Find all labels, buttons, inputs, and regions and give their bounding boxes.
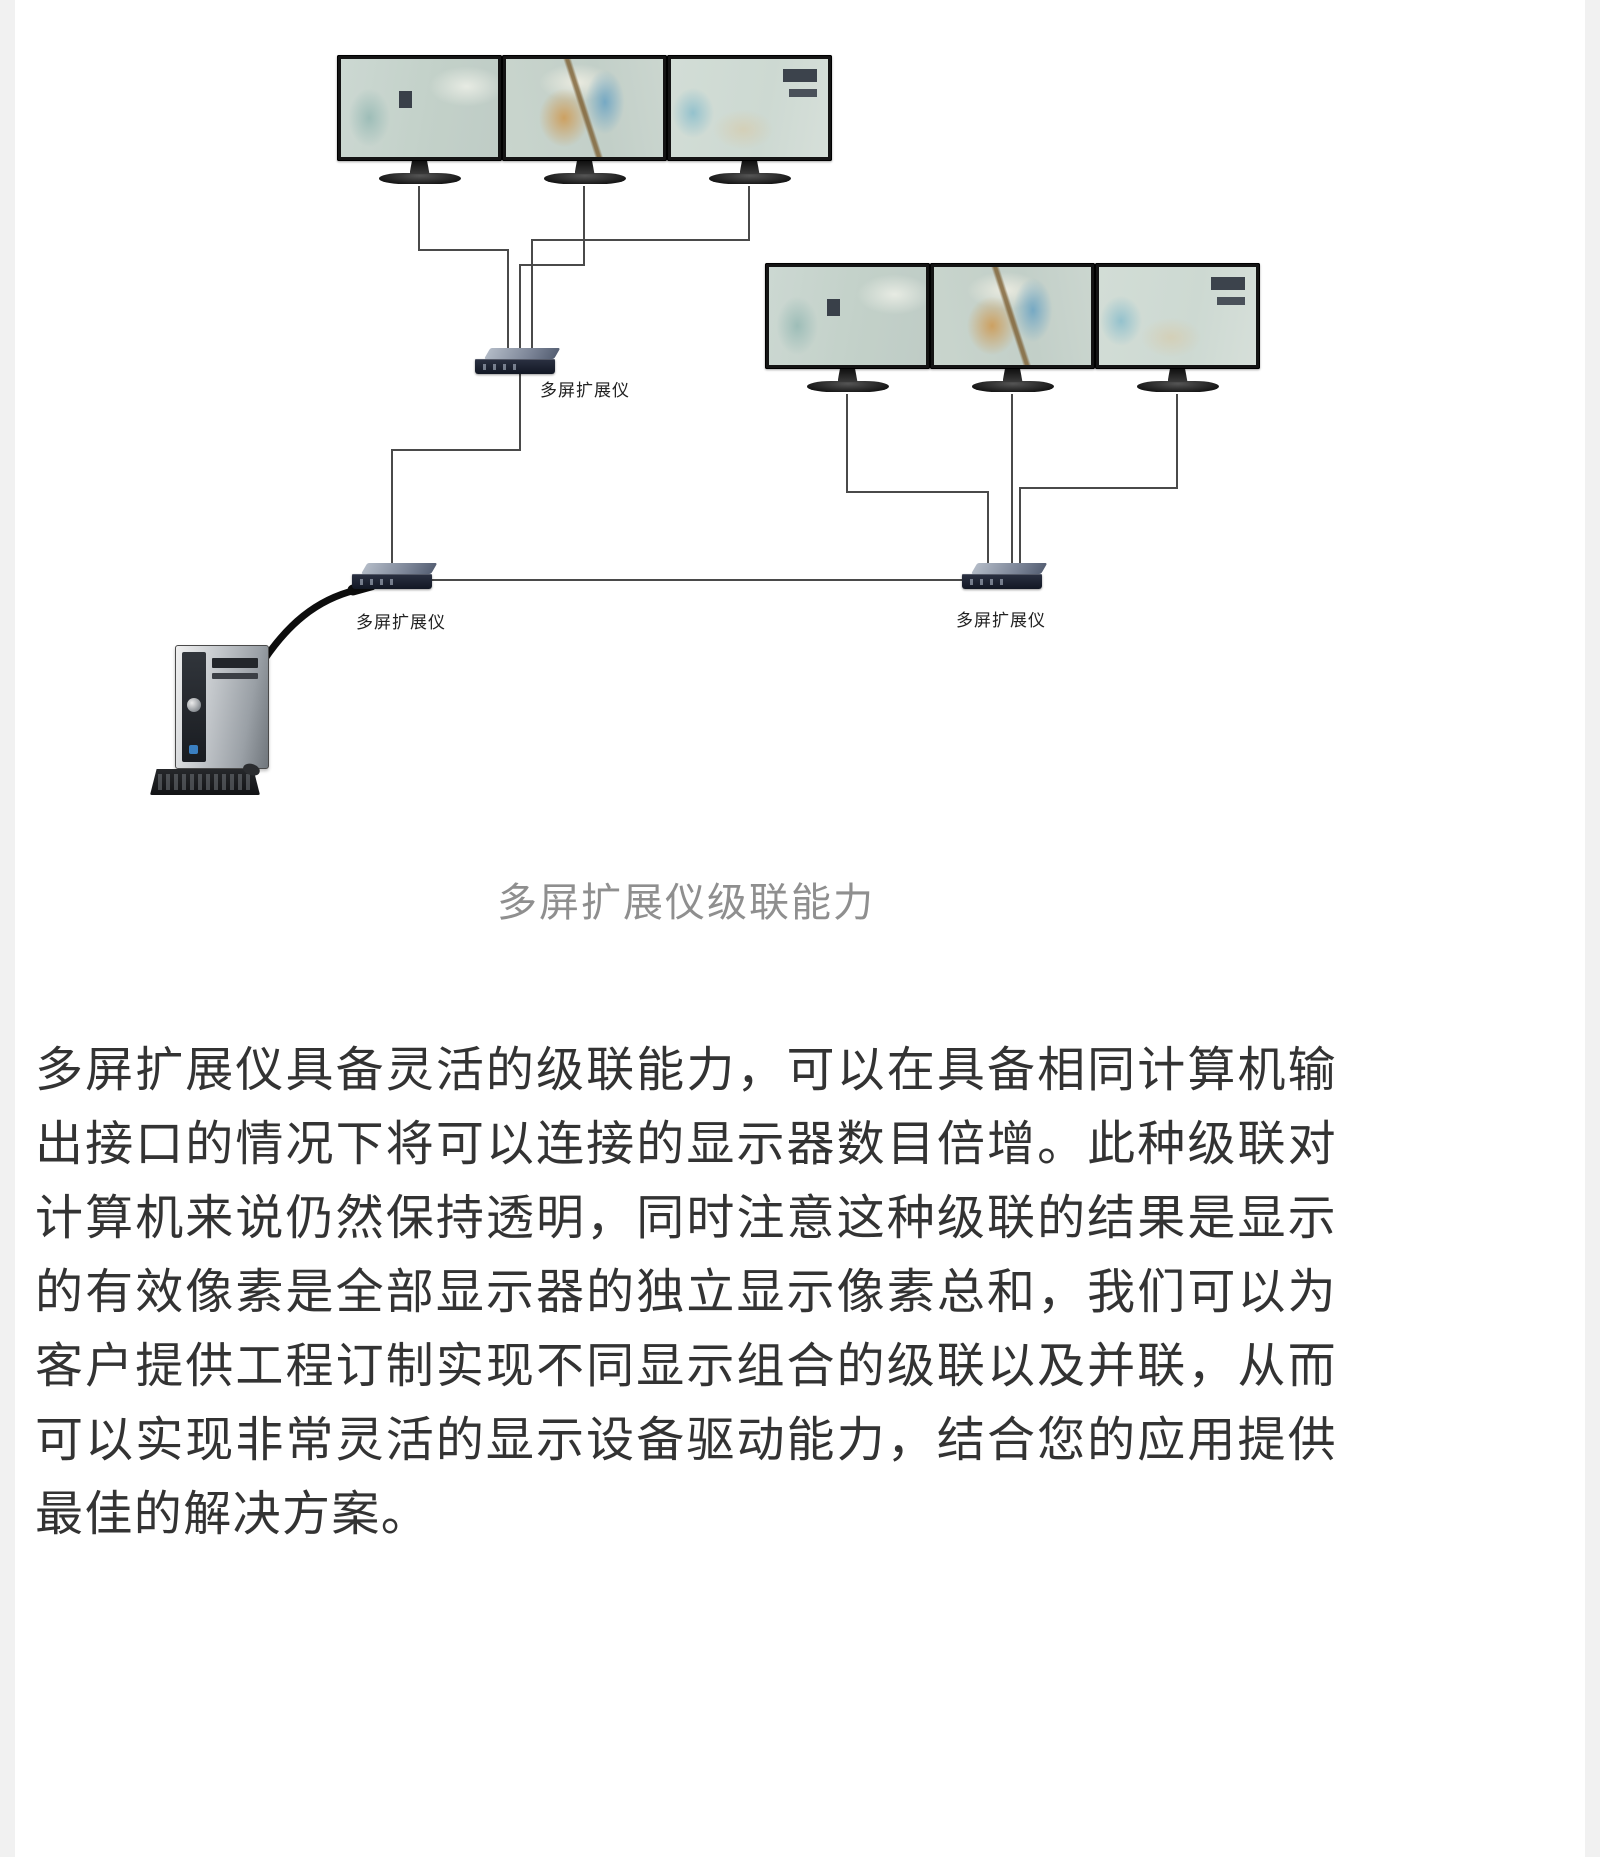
drive-bay xyxy=(212,673,258,679)
pc-tower xyxy=(175,645,269,769)
monitor-group-right xyxy=(765,263,1260,392)
wire-monitor6-extender3 xyxy=(1019,394,1178,565)
monitor-screen xyxy=(1099,267,1256,365)
monitor-stand-neck xyxy=(837,369,858,382)
monitor-stand-neck xyxy=(1002,369,1023,382)
monitor-stand-neck xyxy=(574,161,595,174)
monitor xyxy=(1095,263,1260,392)
monitor-bezel xyxy=(765,263,930,369)
article-paragraph: 多屏扩展仪具备灵活的级联能力，可以在具备相同计算机输出接口的情况下将可以连接的显… xyxy=(35,1044,1337,1541)
extender-front-face xyxy=(475,359,555,374)
monitor-screen xyxy=(934,267,1091,365)
monitor-screen xyxy=(769,267,926,365)
extender-label-2: 多屏扩展仪 xyxy=(356,613,446,632)
extender-device-2 xyxy=(352,563,438,589)
monitor-screen xyxy=(341,59,498,157)
monitor-bezel xyxy=(1095,263,1260,369)
monitor-bezel xyxy=(337,55,502,161)
monitor xyxy=(502,55,667,184)
monitor-stand-base xyxy=(971,381,1054,392)
extender-top-face xyxy=(484,348,561,359)
monitor xyxy=(765,263,930,392)
extender-device-3 xyxy=(962,563,1048,589)
extender-top-face xyxy=(361,563,438,574)
monitor xyxy=(930,263,1095,392)
diagram-caption: 多屏扩展仪级联能力 xyxy=(497,881,875,925)
monitor-stand-neck xyxy=(409,161,430,174)
extender-label-3: 多屏扩展仪 xyxy=(956,611,1046,630)
monitor-stand-base xyxy=(708,173,791,184)
extender-device-1 xyxy=(475,348,561,374)
monitor xyxy=(667,55,832,184)
monitor xyxy=(337,55,502,184)
monitor-bezel xyxy=(502,55,667,161)
cascade-diagram: 多屏扩展仪 多屏扩展仪 多屏扩展仪 xyxy=(15,0,1585,840)
wire-monitor4-extender3 xyxy=(846,394,989,565)
monitor-stand-neck xyxy=(1167,369,1188,382)
monitor-stand-neck xyxy=(739,161,760,174)
brand-badge xyxy=(187,698,201,712)
monitor-stand-base xyxy=(1136,381,1219,392)
power-button xyxy=(189,745,198,754)
monitor-group-top xyxy=(337,55,832,184)
monitor-stand-base xyxy=(543,173,626,184)
wire-monitor1-extender1 xyxy=(418,186,509,350)
wire-monitor3-extender1 xyxy=(531,186,750,350)
content-card: 多屏扩展仪 多屏扩展仪 多屏扩展仪 多屏扩展仪级联能力 多屏扩展仪具备灵活的级联… xyxy=(15,0,1585,1857)
keyboard xyxy=(150,769,260,795)
wire-extender1-extender2 xyxy=(391,372,521,565)
monitor-stand-base xyxy=(806,381,889,392)
monitor-bezel xyxy=(667,55,832,161)
extender-front-face xyxy=(962,574,1042,589)
monitor-screen xyxy=(671,59,828,157)
optical-drive-bay xyxy=(212,658,258,668)
monitor-screen xyxy=(506,59,663,157)
monitor-stand-base xyxy=(378,173,461,184)
monitor-bezel xyxy=(930,263,1095,369)
extender-label-1: 多屏扩展仪 xyxy=(540,381,630,400)
extender-top-face xyxy=(971,563,1048,574)
extender-front-face xyxy=(352,574,432,589)
wire-monitor2-extender1 xyxy=(519,186,585,350)
